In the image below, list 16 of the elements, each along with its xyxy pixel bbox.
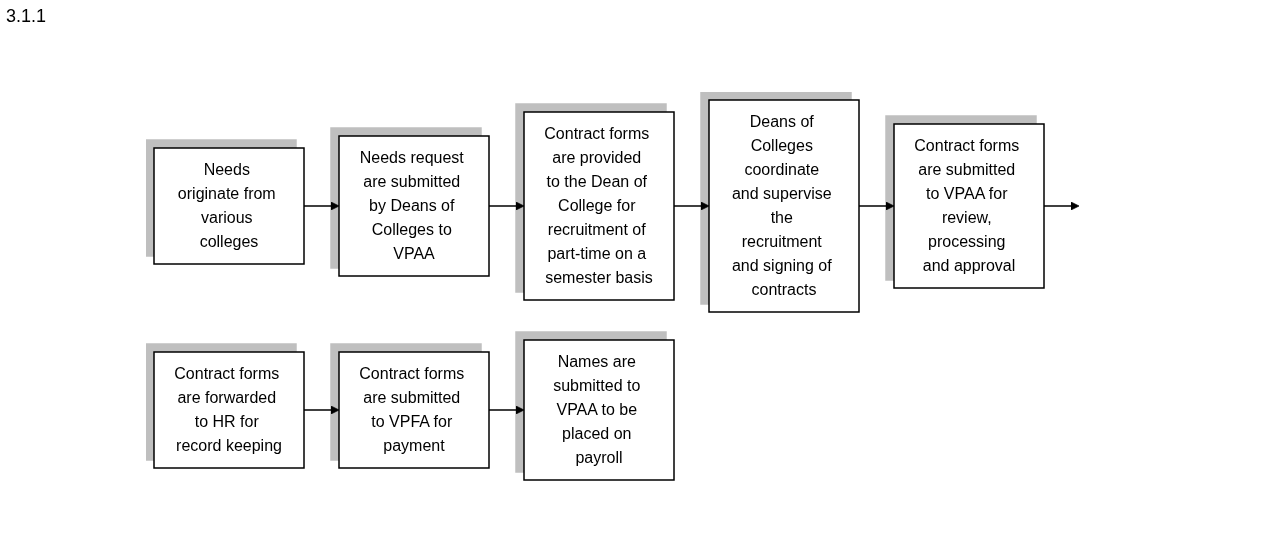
node-box: Contract forms are submitted to VPFA for payment bbox=[338, 351, 490, 469]
node-box: Contract forms are provided to the Dean of College for recruitment of part-time on a semester basis bbox=[523, 111, 675, 301]
node-box: Contract forms are submitted to VPAA for review, processing and approval bbox=[893, 123, 1045, 289]
arrow bbox=[488, 201, 525, 211]
node-box: Names are submitted to VPAA to be placed on payroll bbox=[523, 339, 675, 481]
section-number: 3.1.1 bbox=[6, 6, 47, 26]
node-box: Contract forms are forwarded to HR for record keeping bbox=[153, 351, 305, 469]
node-box: Deans of Colleges coordinate and supervise the recruitment and signing of contracts bbox=[708, 99, 860, 313]
arrow bbox=[858, 201, 895, 211]
arrow bbox=[1043, 201, 1080, 211]
node-box: Needs originate from various colleges bbox=[153, 147, 305, 265]
arrow bbox=[303, 201, 340, 211]
arrow bbox=[488, 405, 525, 415]
arrow bbox=[673, 201, 710, 211]
node-box: Needs request are submitted by Deans of Colleges to VPAA bbox=[338, 135, 490, 277]
arrow bbox=[303, 405, 340, 415]
